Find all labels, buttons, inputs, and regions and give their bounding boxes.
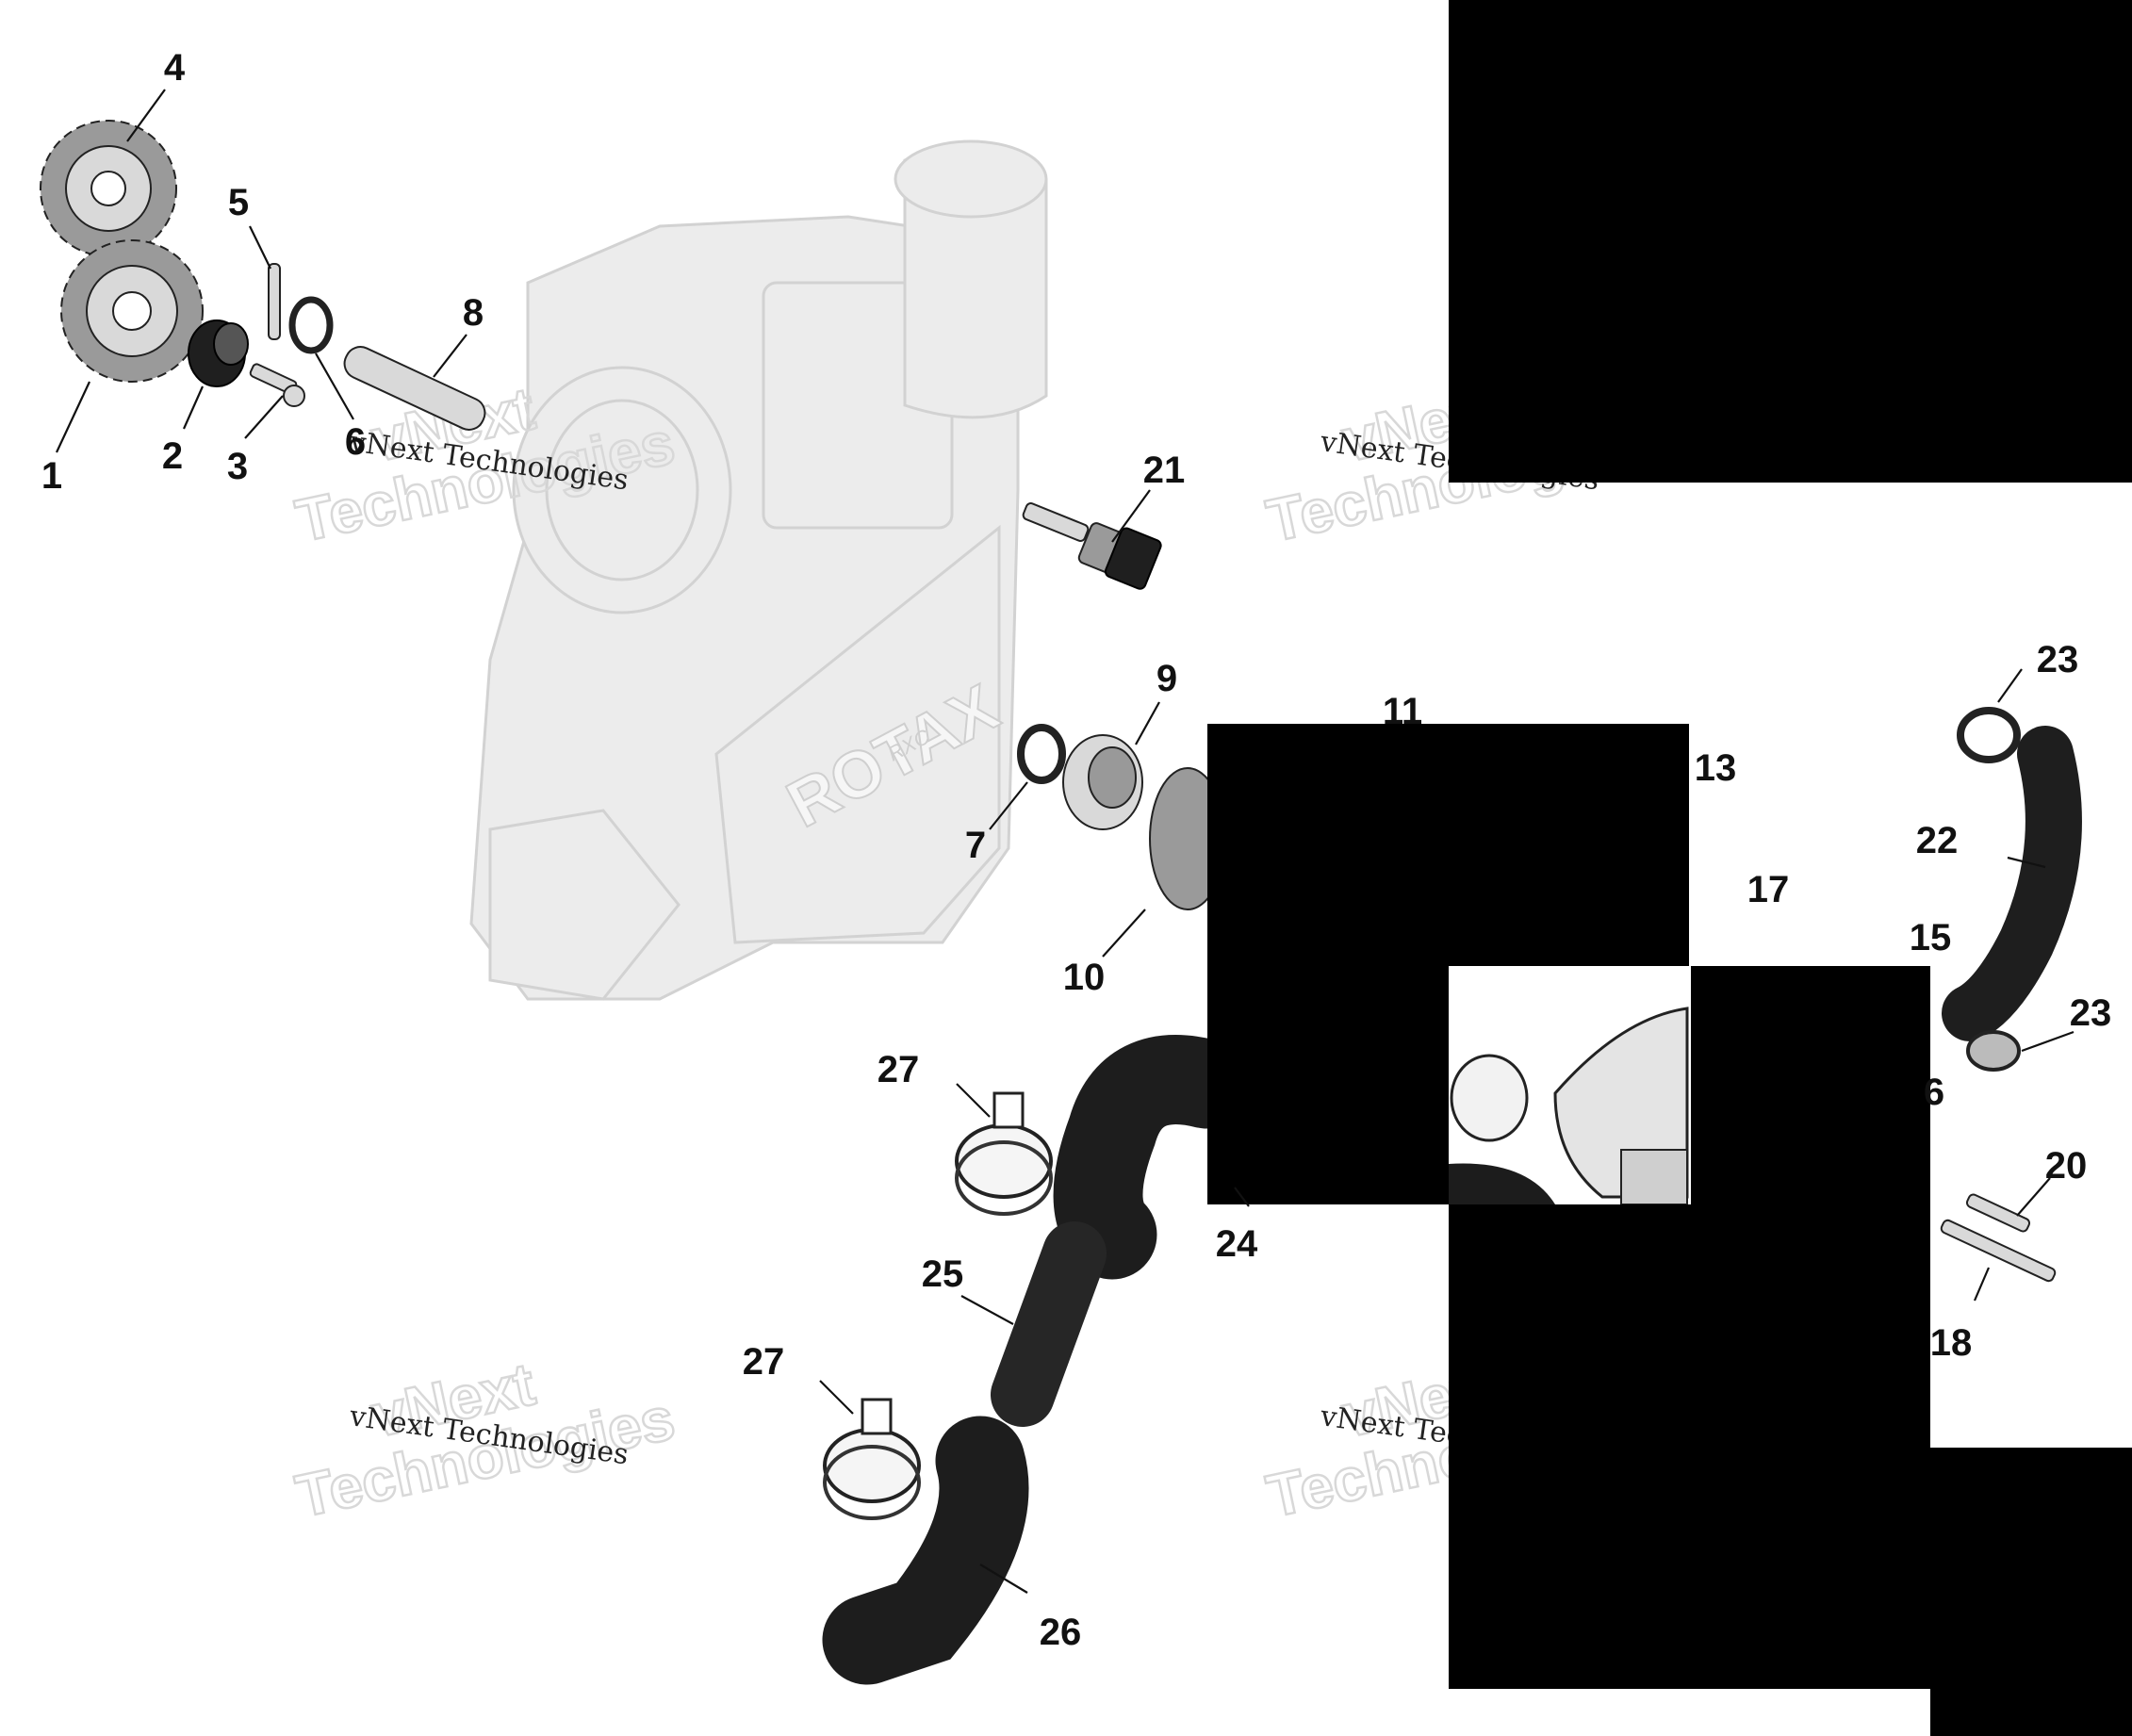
seal-9 xyxy=(1062,734,1143,830)
callout-1: 1 xyxy=(41,455,62,497)
sensor-21 xyxy=(1022,502,1162,590)
callout-9: 9 xyxy=(1156,658,1177,699)
callout-4: 4 xyxy=(164,47,186,89)
callout-13: 13 xyxy=(1695,747,1737,789)
callout-25: 25 xyxy=(922,1253,964,1295)
callout-5: 5 xyxy=(228,182,249,223)
bushing-2 xyxy=(188,319,249,387)
callout-17: 17 xyxy=(1747,869,1790,910)
callout-7: 7 xyxy=(965,825,986,866)
hose-25 xyxy=(991,1221,1107,1427)
clamp-27-upper xyxy=(955,1091,1053,1216)
washer-6 xyxy=(288,296,334,354)
gear-4 xyxy=(40,120,177,257)
clamp-23-upper xyxy=(1957,707,2021,763)
seal-7 xyxy=(1017,724,1066,784)
callout-16: 6 xyxy=(1924,1072,1944,1113)
callout-10: 10 xyxy=(1063,957,1106,998)
watermark-bottom-left: vNext Technologies vNext Technologies xyxy=(289,1349,681,1531)
callout-26: 26 xyxy=(1040,1612,1082,1653)
callout-27-lower: 27 xyxy=(743,1341,785,1383)
clamp-23-lower xyxy=(1966,1030,2021,1072)
redaction-masks xyxy=(1207,0,2132,1736)
clamp-27-lower xyxy=(823,1398,921,1520)
callout-2: 2 xyxy=(162,435,183,477)
leader-lines xyxy=(56,89,2075,1594)
callout-23-lower: 23 xyxy=(2070,992,2112,1034)
pin-5 xyxy=(268,263,281,340)
bolt-3 xyxy=(249,363,305,407)
callout-21: 21 xyxy=(1143,450,1186,491)
callout-15: 15 xyxy=(1910,917,1952,958)
callout-27-upper: 27 xyxy=(877,1049,920,1090)
bolt-20 xyxy=(1965,1193,2031,1233)
callout-8: 8 xyxy=(463,292,484,334)
shaft-8 xyxy=(343,346,486,431)
bolt-18 xyxy=(1940,1219,2057,1283)
callout-labels: 1 2 3 4 5 6 7 8 9 10 11 13 15 6 17 18 20… xyxy=(41,47,2111,1653)
hose-26 xyxy=(822,1416,1029,1685)
callout-3: 3 xyxy=(227,446,248,487)
callout-22: 22 xyxy=(1916,820,1959,861)
hose-24 xyxy=(1053,1035,1252,1280)
callout-24: 24 xyxy=(1216,1223,1258,1265)
pump-body-fragment xyxy=(1449,966,1691,1205)
callout-23-upper: 23 xyxy=(2037,639,2079,680)
engine-housing-ghost: ROTAX RXC xyxy=(469,139,1048,1001)
callout-18: 18 xyxy=(1930,1322,1973,1364)
callout-20: 20 xyxy=(2045,1145,2088,1187)
hose-22 xyxy=(1942,726,2082,1041)
gear-1 xyxy=(60,239,204,383)
callout-11: 11 xyxy=(1383,691,1422,732)
callout-6: 6 xyxy=(345,421,366,463)
